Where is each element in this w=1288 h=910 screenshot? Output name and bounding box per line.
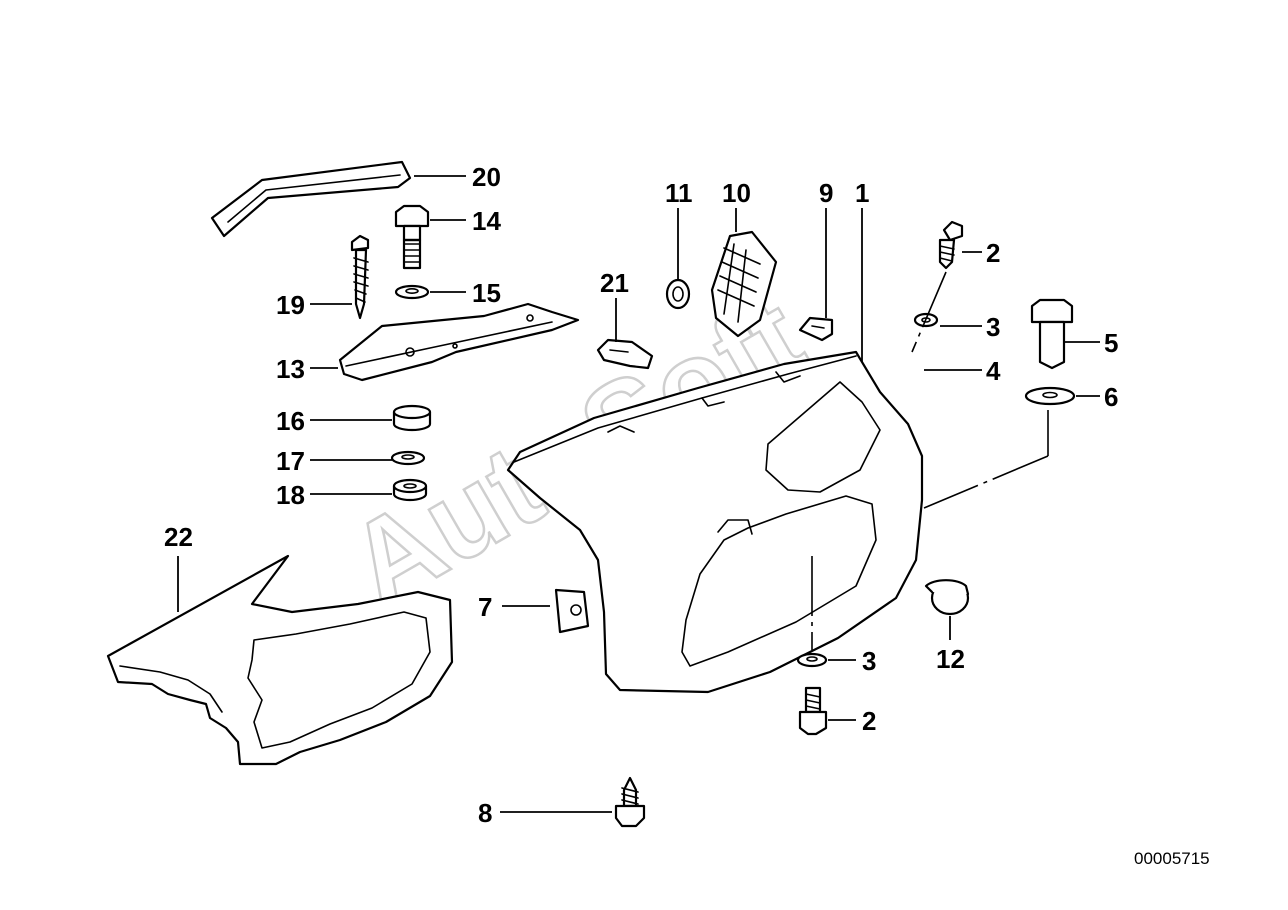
part-3-washer-lower	[796, 652, 828, 668]
callout-8: 8	[478, 798, 492, 828]
callout-9: 9	[819, 178, 833, 208]
part-18-nut	[392, 478, 428, 502]
callout-2-upper: 2	[986, 238, 1000, 268]
callout-4: 4	[986, 356, 1001, 386]
part-21-clip	[596, 338, 654, 370]
callout-13: 13	[276, 354, 305, 384]
part-6-washer	[1024, 386, 1076, 406]
part-22-insulation-mat	[106, 554, 454, 766]
part-5-bolt	[1030, 298, 1074, 370]
callout-11: 11	[665, 178, 693, 208]
callout-5: 5	[1104, 328, 1118, 358]
part-9-speed-nut	[798, 316, 834, 342]
part-7-clip-nut	[554, 588, 590, 634]
callout-21: 21	[600, 268, 629, 298]
callout-2-lower: 2	[862, 706, 876, 736]
part-16-spacer	[392, 404, 432, 432]
callout-16: 16	[276, 406, 305, 436]
callout-6: 6	[1104, 382, 1118, 412]
part-8-screw	[614, 776, 646, 828]
callout-1: 1	[855, 178, 869, 208]
part-17-spring-washer	[390, 450, 426, 466]
part-12-plug	[924, 579, 970, 616]
part-19-screw	[350, 234, 370, 320]
part-2-screw-upper	[938, 220, 964, 270]
part-2-screw-lower	[798, 686, 828, 736]
callout-3-lower: 3	[862, 646, 876, 676]
callout-17: 17	[276, 446, 305, 476]
part-1-trim-panel	[506, 350, 924, 694]
callout-19: 19	[276, 290, 305, 320]
part-11-grommet	[665, 278, 691, 310]
part-14-bolt	[394, 204, 430, 270]
callout-20: 20	[472, 162, 501, 192]
reference-number: 00005715	[1134, 849, 1210, 868]
callout-18: 18	[276, 480, 305, 510]
callout-7: 7	[478, 592, 492, 622]
callout-15: 15	[472, 278, 501, 308]
callout-labels: 20 14 15 19 13 16 17 18 21 11 10 9 1 2 3…	[164, 162, 1118, 828]
part-13-bracket	[338, 302, 580, 382]
callout-14: 14	[472, 206, 501, 236]
part-20-rail	[210, 160, 412, 238]
leader-lines	[177, 175, 1100, 813]
callout-3-upper: 3	[986, 312, 1000, 342]
part-15-washer	[394, 284, 430, 300]
part-10-vent-grille	[710, 230, 778, 338]
callout-12: 12	[936, 644, 965, 674]
callout-10: 10	[722, 178, 751, 208]
callout-22: 22	[164, 522, 193, 552]
